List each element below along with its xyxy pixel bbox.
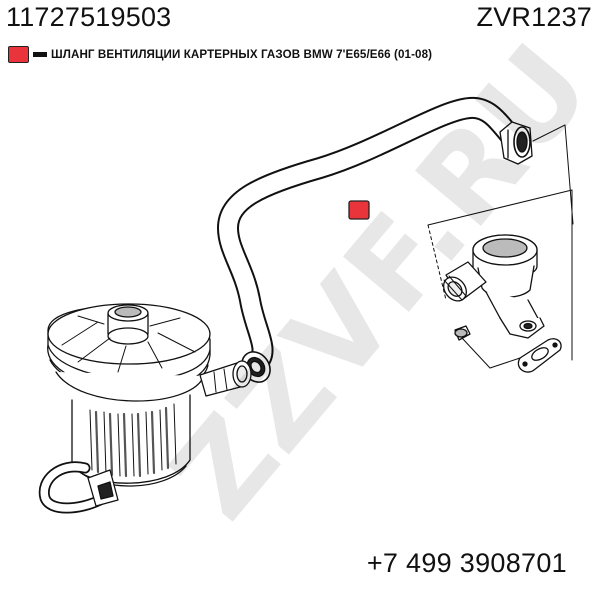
hose-valve-end	[499, 121, 533, 165]
caption: ШЛАНГ ВЕНТИЛЯЦИИ КАРТЕРНЫХ ГАЗОВ BMW 7'E…	[8, 44, 432, 64]
highlight-legend-swatch	[8, 45, 29, 63]
gasket	[489, 338, 562, 373]
hose-end-fitting	[241, 351, 271, 383]
caption-text: ШЛАНГ ВЕНТИЛЯЦИИ КАРТЕРНЫХ ГАЗОВ BMW 7'E…	[51, 47, 433, 61]
legend-dash	[33, 51, 47, 57]
hose-highlight-marker	[348, 200, 370, 220]
secondary-air-pump	[38, 303, 252, 514]
check-valve	[443, 234, 545, 339]
bolt	[454, 325, 491, 369]
contact-phone[interactable]: +7 499 3908701	[366, 548, 567, 578]
part-number: 11727519503	[6, 2, 172, 32]
crankcase-ventilation-hose	[217, 97, 533, 383]
article-code: ZVR1237	[476, 2, 592, 32]
